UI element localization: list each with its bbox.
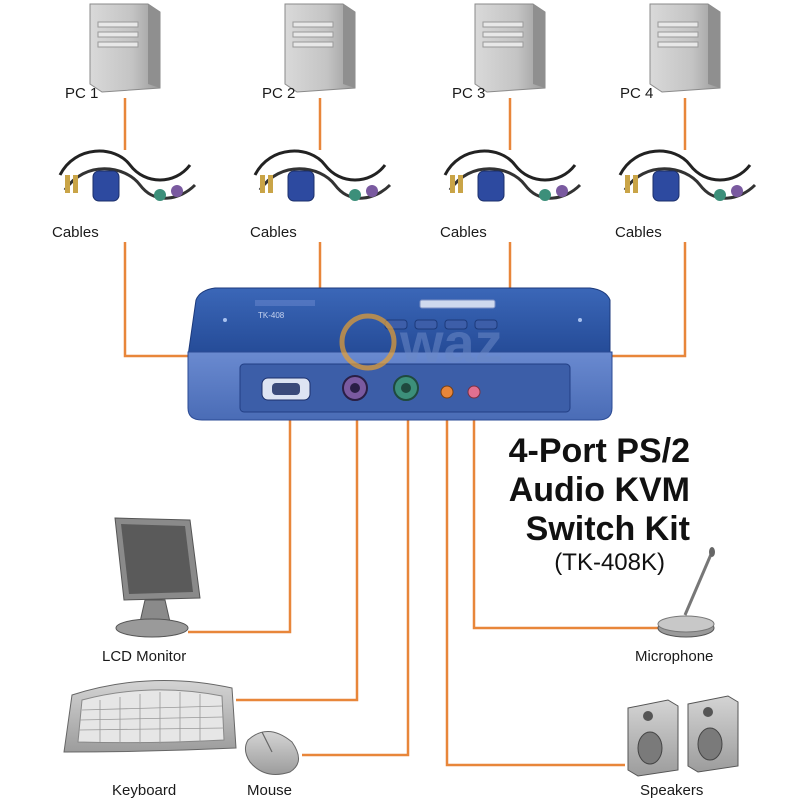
- keyboard: [63, 680, 237, 753]
- pc-tower-2: [284, 3, 356, 93]
- cables-label-2: Cables: [250, 224, 297, 241]
- cable-bundle-3: [443, 149, 582, 202]
- product-title-line-1: 4-Port PS/2: [509, 432, 690, 470]
- wire-cables4-switch: [610, 242, 687, 358]
- keyboard-label: Keyboard: [112, 782, 176, 799]
- cable-bundle-2: [253, 149, 392, 202]
- watermark-text: waz: [399, 311, 503, 374]
- switch-display-strip: [419, 299, 496, 309]
- speakers-label: Speakers: [640, 782, 703, 799]
- cables-label-1: Cables: [52, 224, 99, 241]
- port-button-3[interactable]: [444, 319, 468, 330]
- lcd-monitor: [114, 517, 201, 638]
- port-button-2[interactable]: [414, 319, 438, 330]
- wire-keyboard: [236, 400, 359, 702]
- connection-wires: [123, 98, 687, 767]
- product-title-line-3: Switch Kit: [526, 510, 690, 548]
- pc-label-1: PC 1: [65, 85, 98, 102]
- pc-tower-4: [649, 3, 721, 93]
- cables-label-3: Cables: [440, 224, 487, 241]
- cable-bundle-4: [618, 149, 757, 202]
- mouse: [244, 731, 299, 775]
- wire-monitor: [188, 400, 292, 634]
- wire-microphone: [472, 400, 668, 630]
- pc-label-2: PC 2: [262, 85, 295, 102]
- wire-mouse: [302, 400, 410, 757]
- pc-label-4: PC 4: [620, 85, 653, 102]
- wire-speakers: [445, 400, 625, 767]
- watermark: waz: [339, 311, 503, 374]
- speaker-jack: [440, 385, 454, 399]
- cable-bundle-1: [58, 149, 197, 202]
- product-title-line-2: Audio KVM: [509, 471, 690, 509]
- cables-label-4: Cables: [615, 224, 662, 241]
- product-model: (TK-408K): [554, 549, 665, 576]
- speakers: [627, 695, 739, 777]
- pc-label-3: PC 3: [452, 85, 485, 102]
- pc-tower-1: [89, 3, 161, 93]
- monitor-label: LCD Monitor: [102, 648, 186, 665]
- mouse-label: Mouse: [247, 782, 292, 799]
- switch-model-badge: TK-408: [258, 311, 285, 320]
- microphone-jack: [467, 385, 481, 399]
- microphone-label: Microphone: [635, 648, 713, 665]
- port-button-4[interactable]: [474, 319, 498, 330]
- wire-cables1-switch: [123, 242, 188, 358]
- pc-tower-3: [474, 3, 546, 93]
- microphone: [657, 547, 715, 638]
- kvm-switch: TK-408: [187, 287, 613, 421]
